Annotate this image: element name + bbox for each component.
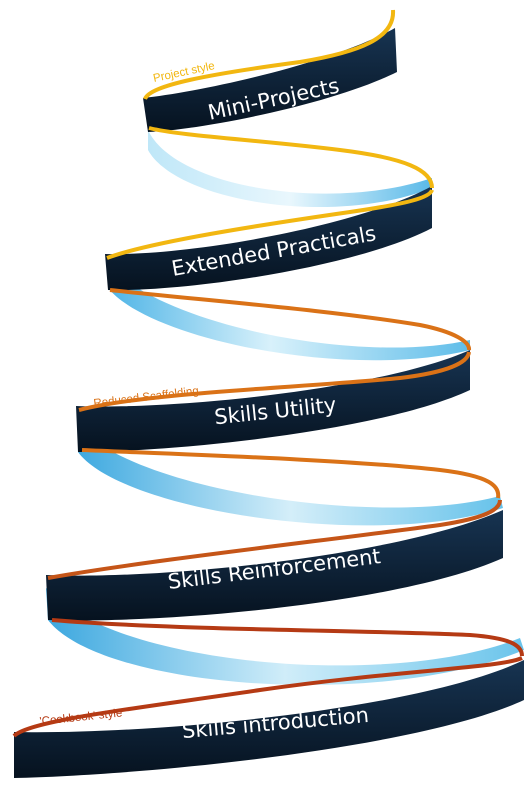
ribbon-orange-3 [81,448,501,499]
ribbon-orange-2 [78,351,471,412]
inner-surface-3 [78,425,503,526]
band-mini-projects [143,28,397,132]
band-skills-reinforcement [46,510,503,621]
ribbon-yellow-inner [148,126,434,189]
ribbon-yellow-top [143,9,396,101]
ribbon-orange-4 [47,499,502,580]
band-extended-practicals [105,186,432,291]
ribbon-red-2 [12,656,523,738]
inner-surface-1 [148,130,432,208]
inner-surface-2 [108,264,470,361]
ribbon-orange-1 [109,288,471,351]
inner-surface-4 [46,588,524,685]
ribbon-label-cookbook-style: 'Cookbook' style [39,707,123,728]
band-skills-introduction [14,660,524,778]
ribbon-red-1 [51,618,524,657]
ribbon-yellow-lower [106,189,434,260]
band-skills-utility [76,350,470,452]
